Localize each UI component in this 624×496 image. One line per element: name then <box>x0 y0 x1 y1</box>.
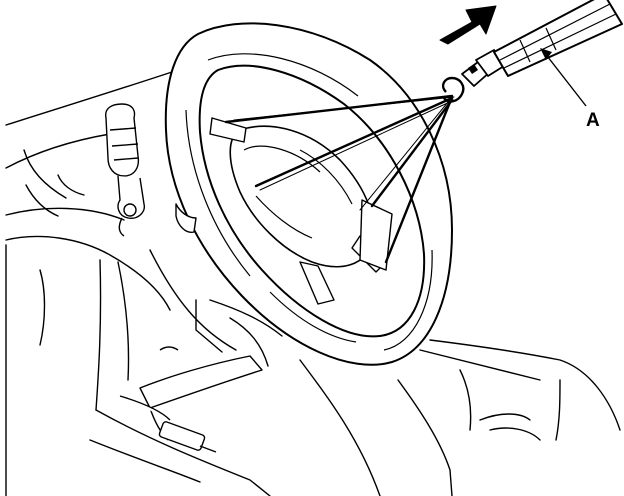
steering-wheel-hub <box>229 125 375 268</box>
steering-wheel-rim <box>164 22 453 366</box>
puller-hook <box>441 76 465 103</box>
combination-switch-stalk <box>105 103 145 237</box>
callout-a-arrowhead-icon <box>540 48 552 60</box>
dashboard-outline <box>5 69 621 496</box>
callout-a-label: A <box>586 110 600 131</box>
pull-direction-arrow-icon <box>439 5 497 45</box>
steering-wheel <box>164 22 453 366</box>
callout-a-leader <box>543 51 587 107</box>
puller-straps <box>224 94 455 264</box>
slide-hammer <box>461 0 623 87</box>
lower-connector <box>119 346 263 453</box>
